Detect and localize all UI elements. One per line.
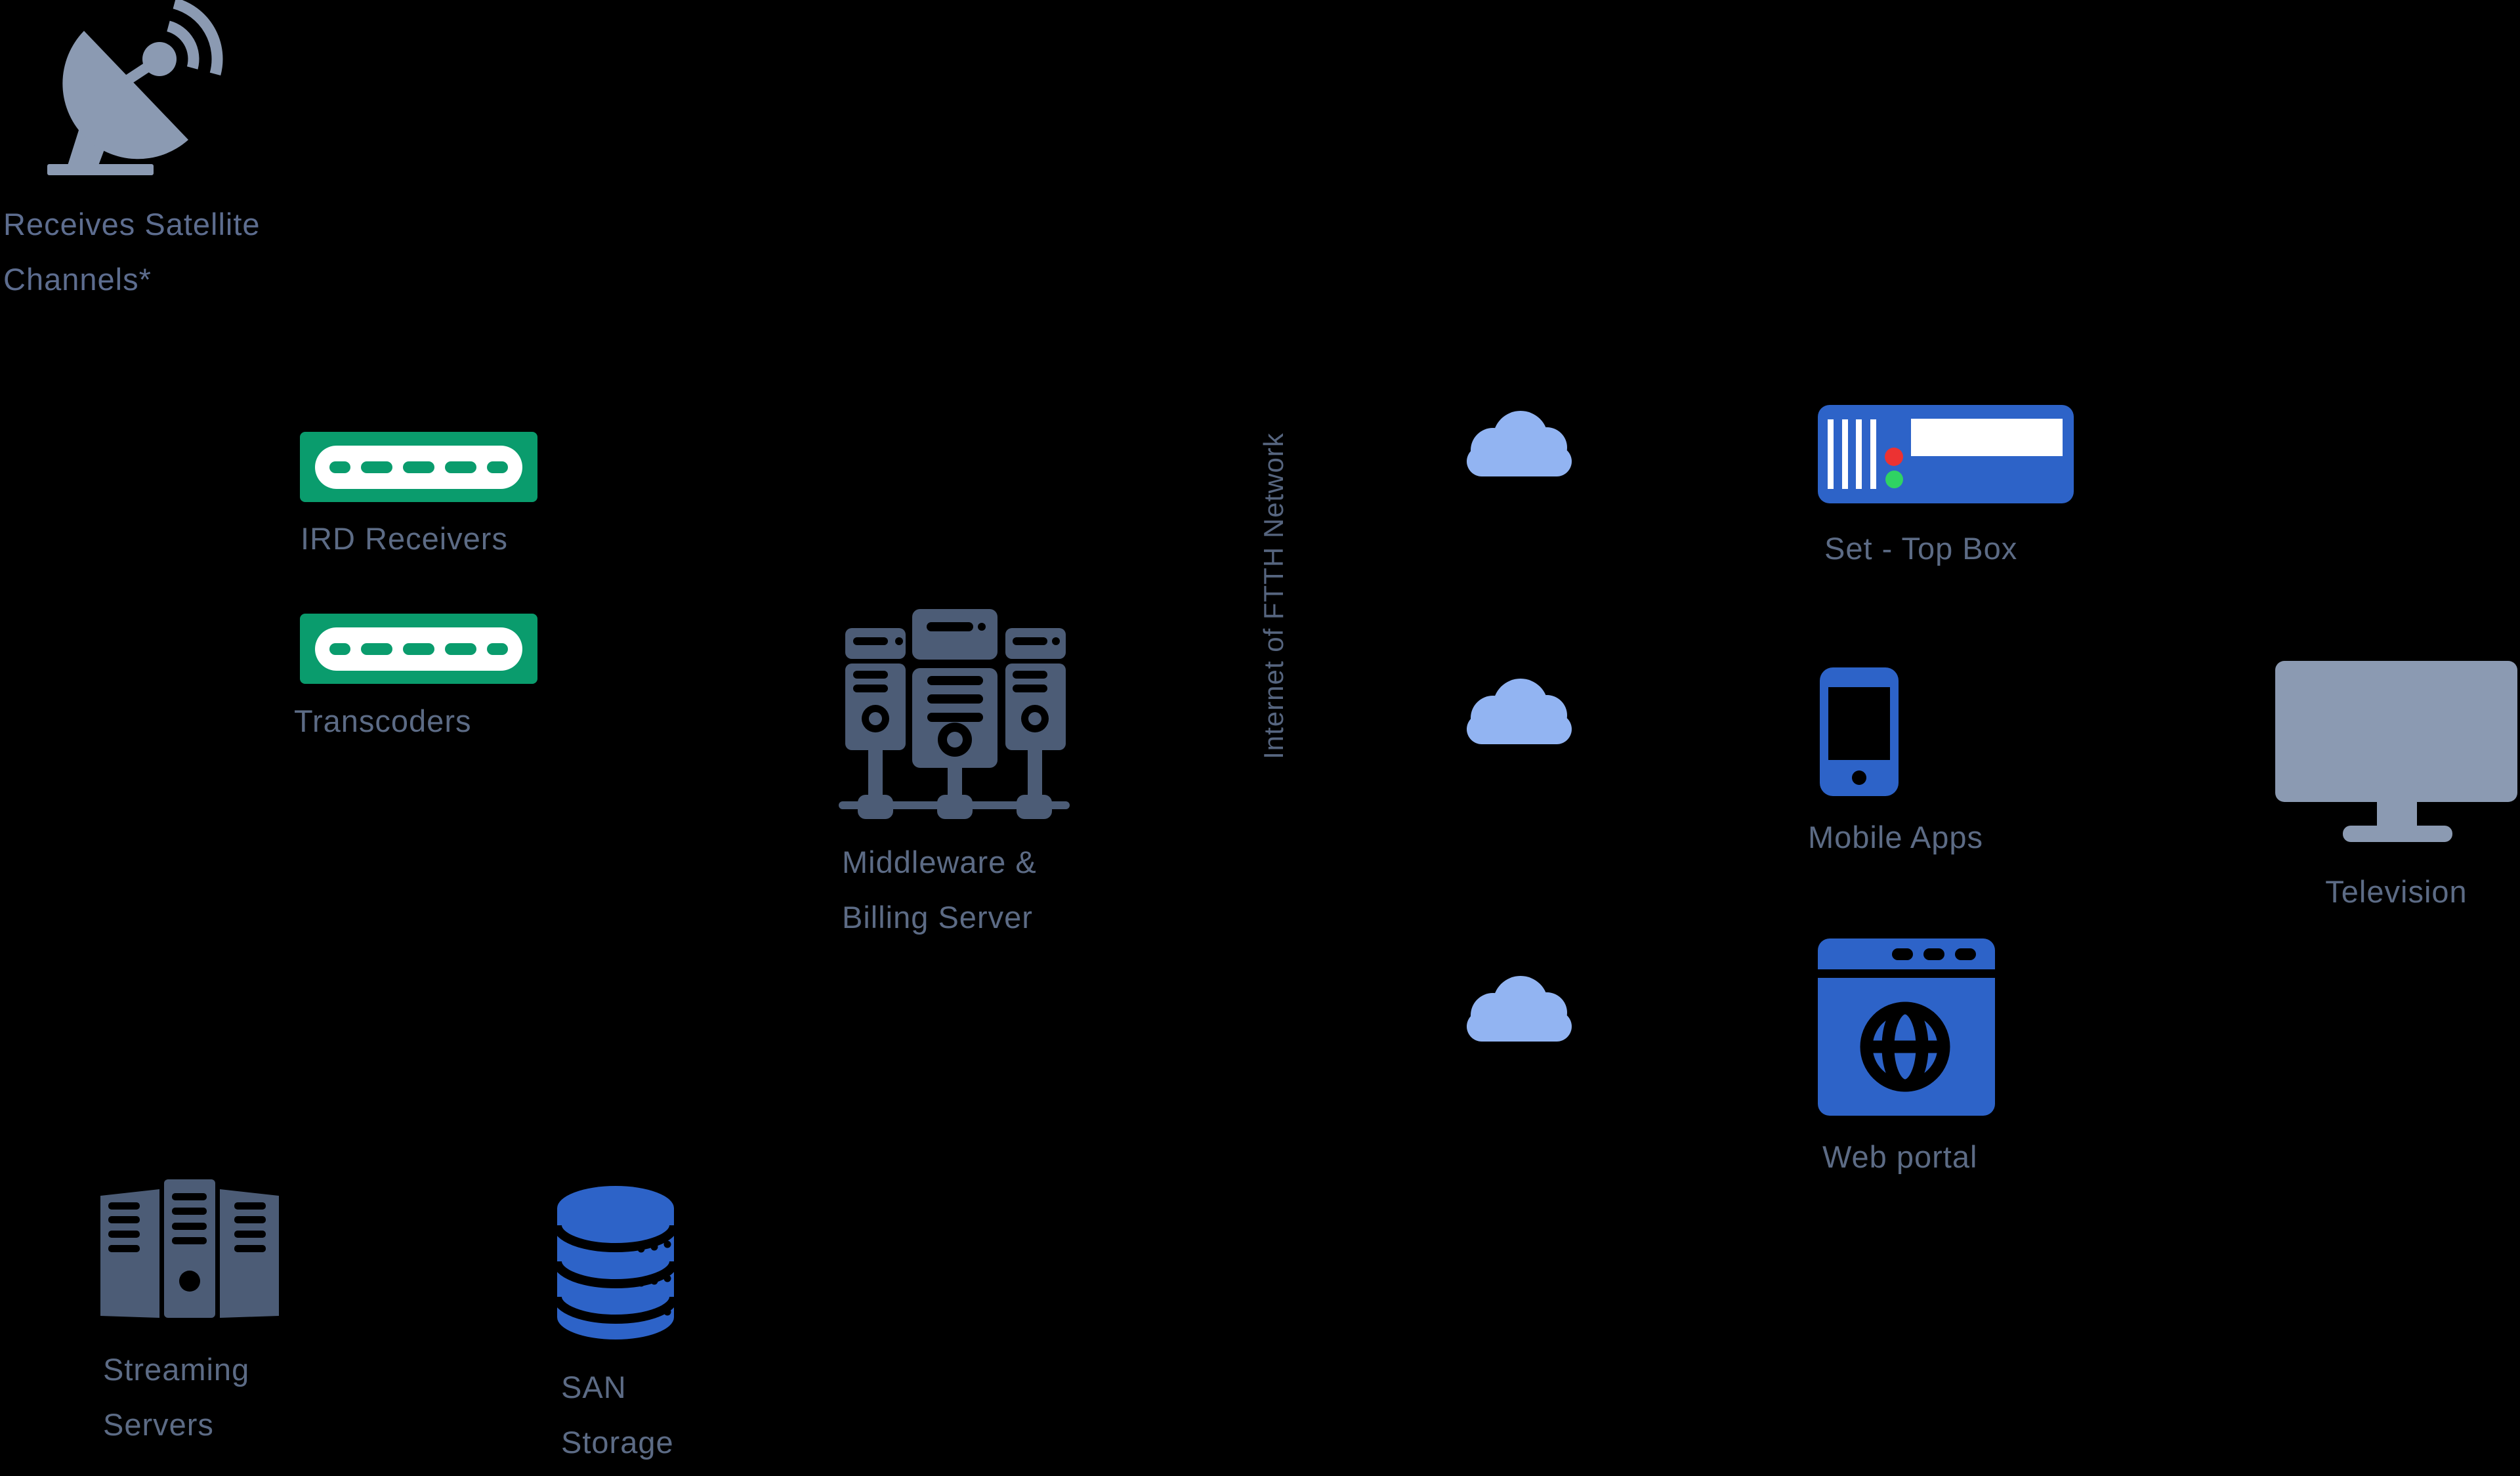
television-stand-neck bbox=[2377, 802, 2417, 826]
san-storage-label-line2: Storage bbox=[561, 1425, 674, 1460]
rack-slot bbox=[487, 643, 508, 655]
transcoders-icon bbox=[300, 614, 537, 684]
rack-slot bbox=[487, 461, 508, 473]
browser-dot bbox=[1892, 948, 1913, 960]
web-portal-label: Web portal bbox=[1822, 1139, 1978, 1174]
middleware-label-line1: Middleware & bbox=[842, 845, 1037, 879]
rack-front-panel bbox=[315, 445, 522, 489]
rack-front-panel bbox=[315, 627, 522, 671]
satellite-label-line1: Receives Satellite bbox=[3, 207, 261, 242]
streaming-servers-label-line1: Streaming bbox=[103, 1352, 250, 1387]
stb-display bbox=[1911, 419, 2063, 456]
browser-dot bbox=[1923, 948, 1944, 960]
cloud-icon bbox=[1467, 976, 1572, 1042]
ird-receivers-label: IRD Receivers bbox=[301, 521, 508, 556]
middleware-server-cluster-icon bbox=[839, 609, 1070, 819]
stb-green-led bbox=[1885, 471, 1903, 488]
browser-titlebar-divider bbox=[1818, 969, 1995, 978]
satellite-label: Receives Satellite Channels* bbox=[3, 197, 261, 307]
san-storage-label-line1: SAN bbox=[561, 1370, 627, 1404]
rack-slot bbox=[445, 461, 476, 473]
middleware-label-line2: Billing Server bbox=[842, 900, 1033, 935]
rack-slot bbox=[361, 461, 392, 473]
rack-slot bbox=[329, 643, 350, 655]
mobile-apps-icon bbox=[1820, 667, 1899, 796]
set-top-box-icon bbox=[1818, 405, 2074, 503]
stb-vent-stripe bbox=[1842, 419, 1848, 489]
television-icon bbox=[2275, 661, 2517, 802]
ftth-network-label: Internet of FTTH Network bbox=[1258, 432, 1289, 759]
streaming-servers-label: Streaming Servers bbox=[103, 1342, 249, 1452]
transcoders-label: Transcoders bbox=[294, 704, 472, 738]
web-portal-icon bbox=[1818, 938, 1995, 1116]
ird-receivers-icon bbox=[300, 432, 537, 502]
television-label: Television bbox=[2325, 874, 2468, 909]
rack-slot bbox=[403, 643, 434, 655]
middleware-label: Middleware & Billing Server bbox=[842, 835, 1037, 945]
browser-dot bbox=[1955, 948, 1976, 960]
san-storage-icon bbox=[553, 1186, 678, 1339]
rack-slot bbox=[361, 643, 392, 655]
cloud-icon bbox=[1467, 411, 1572, 476]
stb-vent-stripe bbox=[1856, 419, 1862, 489]
rack-slot bbox=[403, 461, 434, 473]
phone-screen bbox=[1828, 687, 1890, 760]
rack-slot bbox=[329, 461, 350, 473]
satellite-dish-icon bbox=[47, 0, 223, 175]
san-storage-label: SAN Storage bbox=[561, 1360, 674, 1470]
stb-vent-stripe bbox=[1828, 419, 1834, 489]
stb-red-led bbox=[1885, 448, 1903, 466]
streaming-servers-label-line2: Servers bbox=[103, 1407, 214, 1442]
set-top-box-label: Set - Top Box bbox=[1824, 531, 2018, 566]
satellite-label-line2: Channels* bbox=[3, 262, 152, 297]
cloud-icon bbox=[1467, 679, 1572, 744]
mobile-apps-label: Mobile Apps bbox=[1808, 820, 1984, 854]
television-stand-base bbox=[2343, 826, 2452, 842]
globe-icon bbox=[1860, 1002, 1950, 1092]
stb-vent-stripe bbox=[1870, 419, 1876, 489]
rack-slot bbox=[445, 643, 476, 655]
streaming-servers-icon bbox=[100, 1179, 279, 1318]
phone-home-button bbox=[1852, 770, 1866, 785]
